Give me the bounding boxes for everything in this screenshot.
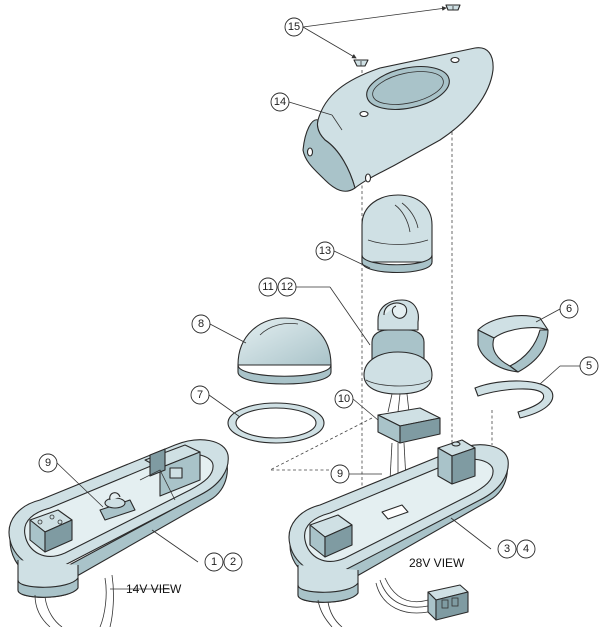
callout-9-14v: 9 — [38, 453, 58, 473]
part-8-dome-lens — [237, 317, 332, 385]
svg-text:10: 10 — [338, 393, 350, 405]
svg-text:8: 8 — [198, 318, 204, 330]
view-label-28v: 28V VIEW — [409, 556, 465, 570]
svg-text:15: 15 — [288, 21, 300, 33]
callout-1: 1 — [204, 552, 224, 572]
part-15-screws — [353, 4, 461, 67]
svg-text:1: 1 — [211, 556, 217, 568]
housing-14v-view — [8, 439, 229, 628]
part-5-gasket-strip — [474, 380, 554, 419]
callout-8: 8 — [191, 314, 211, 334]
svg-text:6: 6 — [566, 303, 572, 315]
callout-9-28v: 9 — [330, 464, 350, 484]
svg-text:14: 14 — [274, 96, 286, 108]
svg-text:11: 11 — [262, 281, 273, 293]
part-11-12-lamp-socket — [363, 299, 433, 413]
svg-text:12: 12 — [281, 281, 293, 293]
callout-11: 11 — [258, 277, 278, 297]
callout-14: 14 — [270, 92, 290, 112]
callouts: 15 14 13 11 12 8 6 5 7 10 9 9 1 2 3 4 — [38, 17, 599, 572]
svg-text:13: 13 — [319, 245, 331, 257]
part-13-lens — [361, 194, 433, 274]
svg-text:7: 7 — [197, 389, 203, 401]
leader-lines — [56, 6, 580, 590]
callout-10: 10 — [334, 389, 354, 409]
part-10-connector-block — [377, 407, 441, 481]
svg-text:2: 2 — [230, 556, 236, 568]
callout-7: 7 — [190, 385, 210, 405]
part-6-end-cap — [477, 315, 549, 373]
part-7-gasket-ring — [227, 402, 325, 444]
callout-12: 12 — [277, 277, 297, 297]
assembly-centerlines — [269, 55, 493, 490]
callout-13: 13 — [315, 241, 335, 261]
svg-text:4: 4 — [523, 543, 529, 555]
view-label-14v: 14V VIEW — [126, 582, 182, 596]
callout-15: 15 — [284, 17, 304, 37]
housing-28v-view — [288, 439, 509, 628]
callout-6: 6 — [559, 299, 579, 319]
svg-text:3: 3 — [504, 543, 510, 555]
callout-3: 3 — [497, 539, 517, 559]
svg-text:5: 5 — [586, 360, 592, 372]
callout-4: 4 — [516, 539, 536, 559]
svg-text:9: 9 — [45, 457, 51, 469]
part-14-cover-shield — [302, 47, 494, 192]
callout-2: 2 — [223, 552, 243, 572]
svg-text:9: 9 — [337, 468, 343, 480]
callout-5: 5 — [579, 356, 599, 376]
